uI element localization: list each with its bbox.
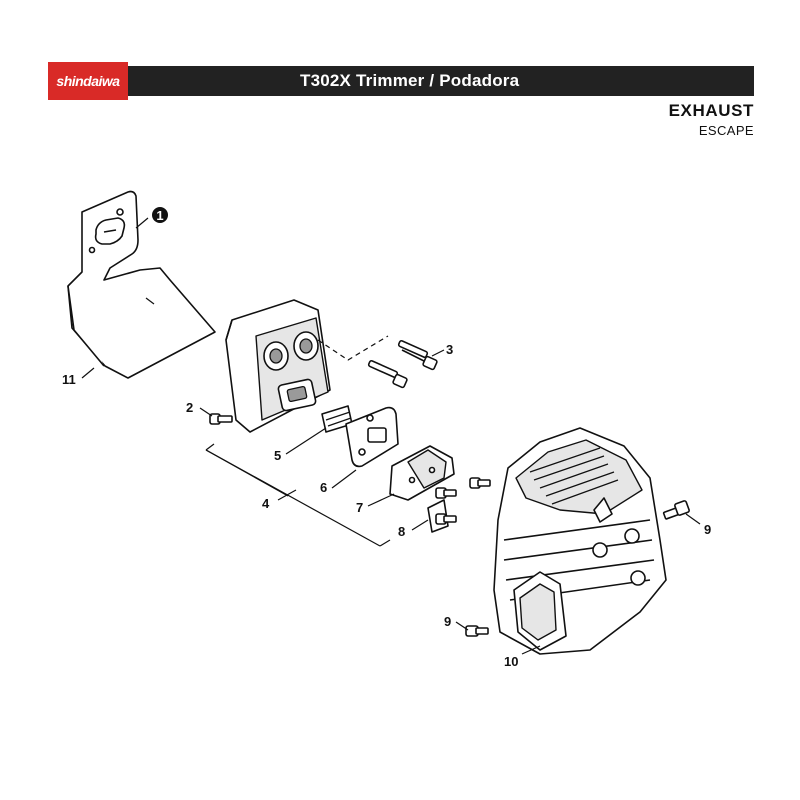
leader-1 (135, 217, 149, 229)
screw-8-group (427, 477, 491, 533)
alignment-dashed-line (317, 335, 389, 361)
leader-5 (285, 427, 327, 455)
heat-shield-part (67, 190, 216, 379)
callout-1: 1 (156, 208, 163, 223)
leader-2 (199, 407, 213, 417)
leader-7 (367, 493, 395, 507)
leader-3 (431, 349, 445, 357)
screw-3-lower (367, 359, 408, 389)
gasket-part (345, 406, 399, 468)
callout-5: 5 (274, 448, 281, 463)
screw-3-upper (397, 339, 438, 371)
screw-9-left (465, 625, 489, 637)
callout-9-right: 9 (704, 522, 711, 537)
callout-10: 10 (504, 654, 518, 669)
leader-6 (331, 469, 357, 489)
leader-9-right (685, 513, 701, 525)
leader-9-left (455, 621, 469, 631)
callout-2: 2 (186, 400, 193, 415)
leader-4-branch (205, 449, 289, 497)
baffle-plate-part (389, 445, 455, 501)
callout-6: 6 (320, 480, 327, 495)
callout-3: 3 (446, 342, 453, 357)
page-title: T302X Trimmer / Podadora (300, 71, 520, 90)
muffler-cover-part (493, 427, 667, 655)
brand-logo-front: shindaiwa (48, 62, 128, 100)
callout-1-circle (152, 207, 168, 223)
leader-10 (521, 645, 541, 655)
brand-logo-label: shindaiwa (56, 73, 120, 89)
callout-4: 4 (262, 496, 270, 511)
leader-11 (81, 367, 95, 379)
muffler-part (225, 299, 331, 433)
bracket-tick (205, 443, 215, 451)
callout-9-left: 9 (444, 614, 451, 629)
screw-2 (209, 413, 233, 425)
callout-7: 7 (356, 500, 363, 515)
header-bar (48, 66, 754, 96)
screw-9-right (662, 500, 690, 520)
callout-8: 8 (398, 524, 405, 539)
bracket-tick-end (379, 539, 391, 547)
section-title: EXHAUST (668, 101, 754, 120)
leader-8 (411, 519, 429, 531)
callout-11: 11 (62, 372, 76, 387)
section-subtitle: ESCAPE (698, 123, 754, 138)
